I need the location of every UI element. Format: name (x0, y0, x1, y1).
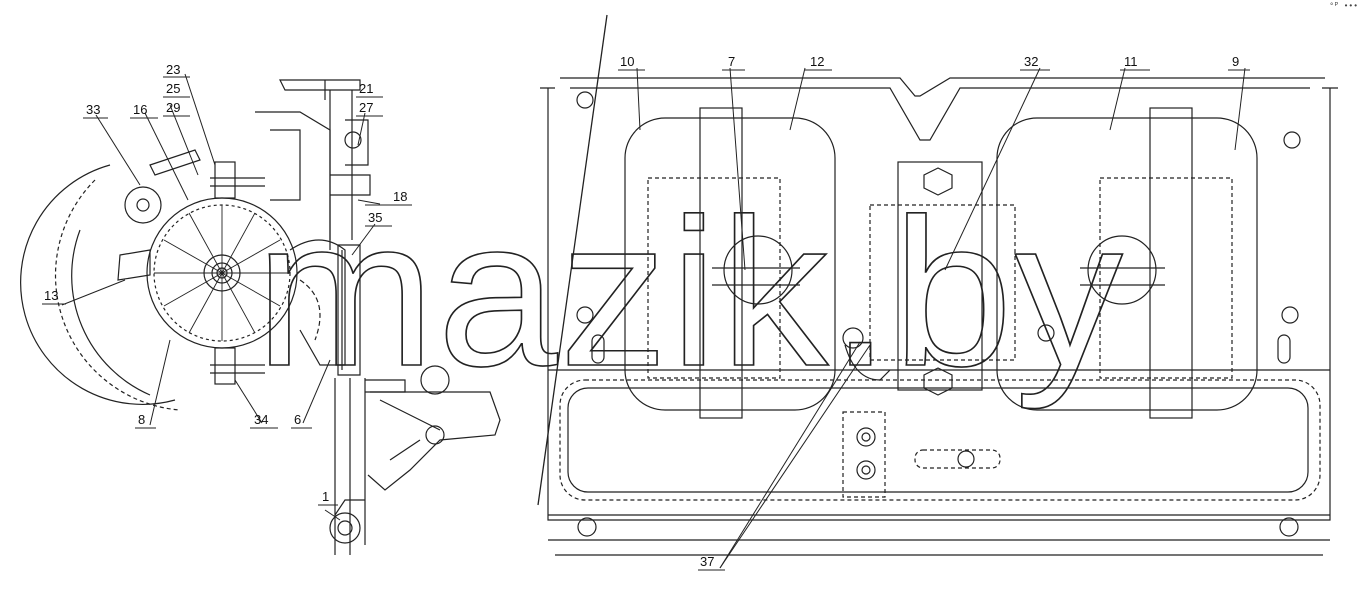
callout-1: 1 (322, 489, 329, 504)
callout-11: 11 (1124, 54, 1138, 69)
callout-21: 21 (359, 81, 373, 96)
watermark-text: mazik.by (255, 175, 1125, 410)
callout-34: 34 (254, 412, 268, 427)
callout-23: 23 (166, 62, 180, 77)
callout-10: 10 (620, 54, 634, 69)
callout-12: 12 (810, 54, 824, 69)
callout-29: 29 (166, 100, 180, 115)
callout-16: 16 (133, 102, 147, 117)
callout-18: 18 (393, 189, 407, 204)
callout-9: 9 (1232, 54, 1239, 69)
fan-assembly (20, 111, 346, 411)
callout-25: 25 (166, 81, 180, 96)
callout-32: 32 (1024, 54, 1038, 69)
callout-13: 13 (44, 288, 58, 303)
callout-27: 27 (359, 100, 373, 115)
callout-35: 35 (368, 210, 382, 225)
callout-8: 8 (138, 412, 145, 427)
heater-box (540, 77, 1338, 556)
callout-6: 6 (294, 412, 301, 427)
callout-37: 37 (700, 554, 714, 569)
corner-mark: °ᴾ ••• (1329, 2, 1358, 11)
bracket-plate (279, 79, 501, 555)
callout-7: 7 (728, 54, 735, 69)
callout-33: 33 (86, 102, 100, 117)
